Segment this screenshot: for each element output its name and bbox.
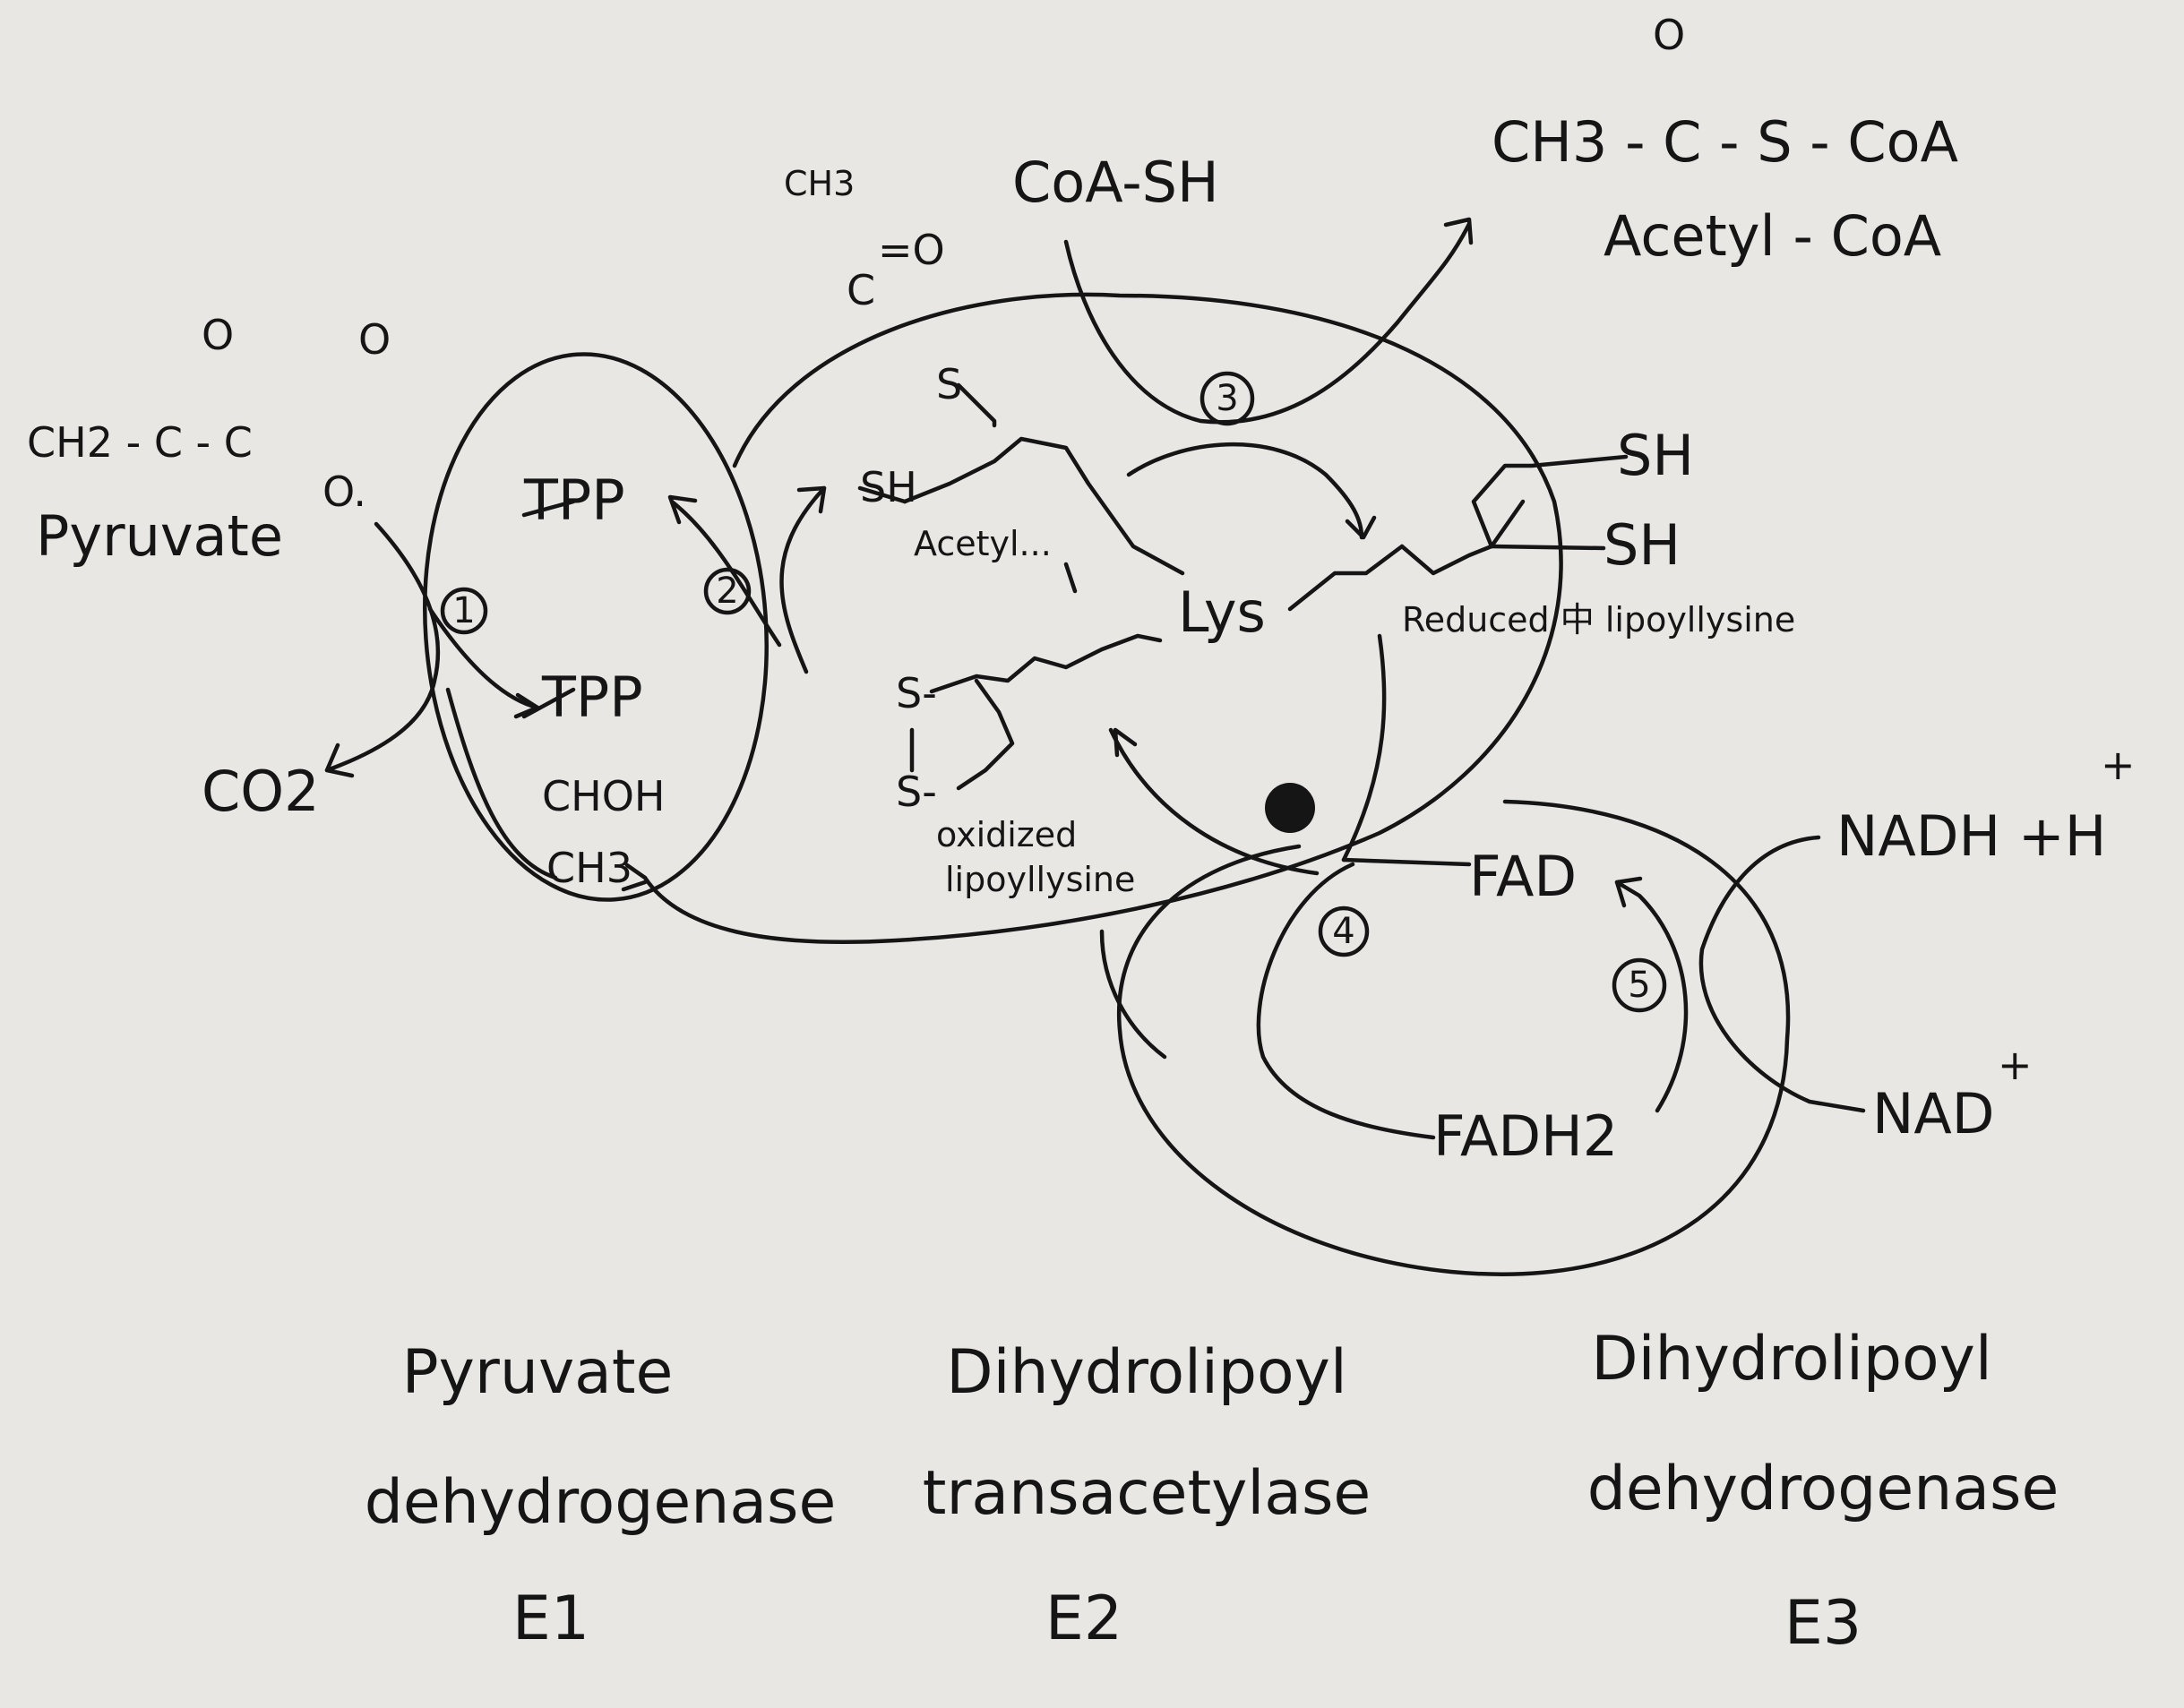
- nad-label: NAD: [1872, 1081, 1995, 1146]
- diagram-strokes: [324, 217, 1866, 1276]
- pyruvate-arrow: [324, 521, 441, 773]
- step-1-label: 1: [452, 590, 475, 631]
- nadh-label: NADH +H: [1836, 803, 2106, 869]
- reduced-label: Reduced 中 lipoyllysine: [1402, 600, 1795, 639]
- pyruvate-o-minus: O.: [322, 468, 366, 516]
- acetyl-o: =O: [878, 226, 945, 274]
- acetylcoa-o: O: [1653, 11, 1685, 59]
- s-ring-bottom: S-: [896, 768, 937, 816]
- reduced-sh-top: SH: [1617, 423, 1694, 488]
- acetyl-transfer-arrow: [1126, 442, 1364, 540]
- acetyl-short-label: Acetyl...: [914, 524, 1052, 563]
- tpp-regen-arrow: [669, 499, 782, 648]
- e2-blob: [642, 292, 1563, 945]
- enzyme-3-line1: Dihydrolipoyl: [1591, 1324, 1992, 1395]
- e1-oval: [423, 352, 769, 902]
- step-2-label: 2: [716, 571, 738, 612]
- enzyme-1-line2: dehydrogenase: [365, 1467, 837, 1538]
- enzyme-2-line1: Dihydrolipoyl: [946, 1337, 1347, 1408]
- pyruvate-name: Pyruvate: [36, 503, 283, 569]
- oxidized-label-1: oxidized: [936, 815, 1077, 854]
- s-top: S: [936, 360, 962, 408]
- e3-oval: [1116, 799, 1791, 1276]
- coash-arrow: [1063, 221, 1472, 425]
- choh-label: CHOH: [542, 772, 666, 820]
- lipoyl-arm: [902, 436, 1185, 576]
- acetyl-ch3: CH3: [784, 164, 855, 203]
- enzyme-3-code: E3: [1784, 1588, 1862, 1659]
- step-3-label: 3: [1216, 378, 1238, 419]
- s-ring-top: S-: [896, 669, 937, 717]
- ch3-label: CH3: [546, 844, 632, 892]
- lys-label: Lys: [1178, 579, 1266, 645]
- enzyme-2-code: E2: [1045, 1584, 1122, 1654]
- tpp-top: TPP: [523, 468, 625, 533]
- coa-sh-label: CoA-SH: [1012, 150, 1219, 215]
- diagram-labels: O O CH2 - C - C O. Pyruvate CO2 TPP TPP …: [27, 11, 2136, 1659]
- pyruvate-formula: CH2 - C - C: [27, 418, 253, 467]
- pyruvate-o-top: O: [202, 311, 234, 359]
- tpp-bottom: TPP: [541, 665, 643, 730]
- step-5-label: 5: [1628, 965, 1650, 1006]
- enzyme-2-line2: transacetylase: [923, 1458, 1371, 1529]
- acetylcoa-formula: CH3 - C - S - CoA: [1492, 109, 1958, 175]
- fadh2-label: FADH2: [1433, 1103, 1618, 1169]
- pyruvate-o-right: O: [358, 315, 391, 364]
- enzyme-1-code: E1: [512, 1584, 589, 1654]
- enzyme-1-line1: Pyruvate: [402, 1337, 674, 1408]
- tpp-to-hydroxyethyl-arrow: [427, 606, 540, 710]
- nad-cycle: [1698, 835, 1866, 1113]
- co2-label: CO2: [202, 759, 320, 824]
- enzyme-3-line2: dehydrogenase: [1587, 1454, 2059, 1524]
- acetylcoa-name: Acetyl - CoA: [1604, 203, 1941, 269]
- nad-sup: +: [1998, 1041, 2033, 1089]
- oxidized-label-2: lipoyllysine: [945, 860, 1135, 899]
- acetyl-c: C: [847, 266, 875, 314]
- nadh-sup: +: [2101, 741, 2136, 789]
- step-markers: 1 2 3 4 5: [440, 371, 1667, 1013]
- scribble-mark: [1265, 783, 1315, 833]
- fad-label: FAD: [1469, 844, 1577, 909]
- sh-label: SH: [860, 463, 917, 511]
- reduced-sh-bottom: SH: [1604, 512, 1681, 578]
- step-4-label: 4: [1332, 911, 1354, 952]
